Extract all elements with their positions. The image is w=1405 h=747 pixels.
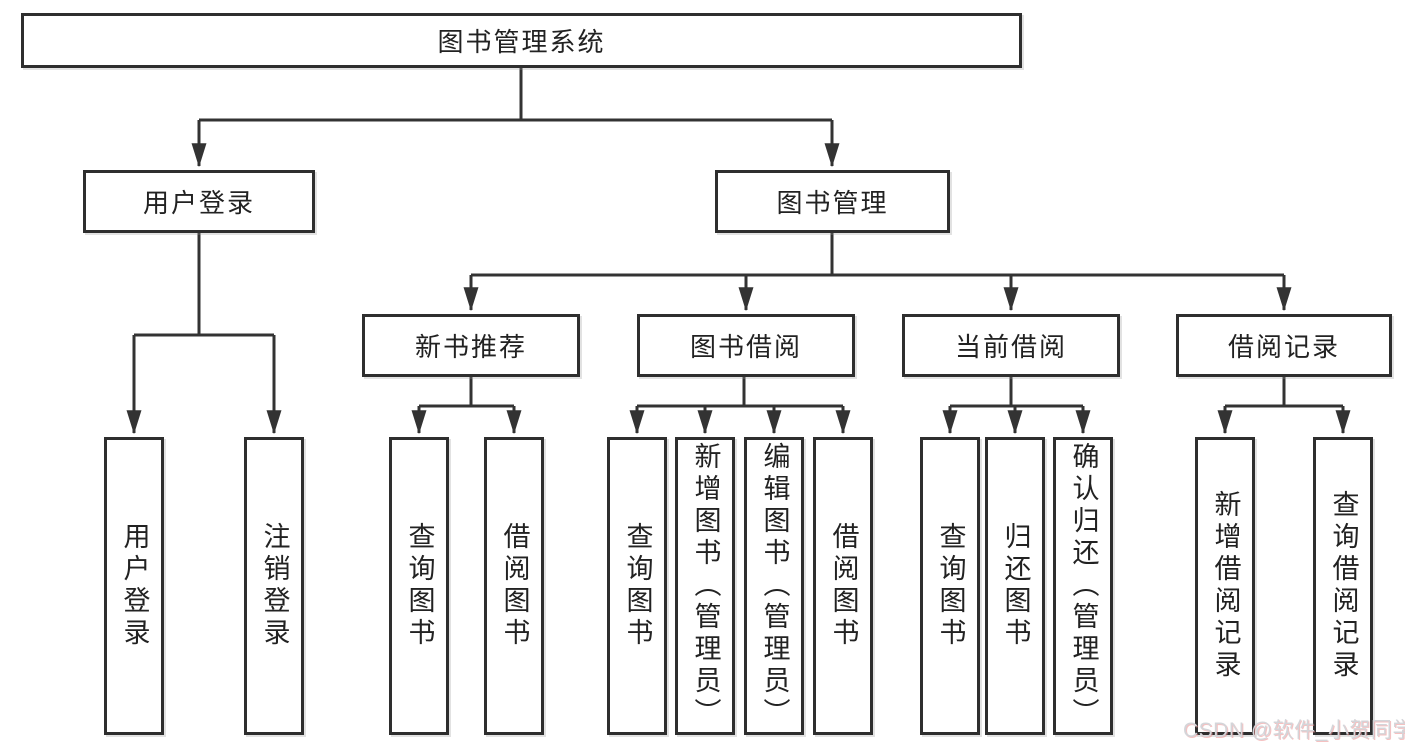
node-current-borrowing: 当前借阅 (902, 314, 1120, 377)
node-book-management: 图书管理 (715, 170, 950, 233)
leaf-query-books-borrowing-label: 查询图书 (622, 522, 653, 650)
leaf-query-books-recommend-label: 查询图书 (404, 522, 435, 650)
leaf-query-books-current-label: 查询图书 (935, 522, 966, 650)
leaf-user-login: 用户登录 (104, 437, 164, 735)
leaf-borrow-books-recommend: 借阅图书 (484, 437, 544, 735)
leaf-return-books: 归还图书 (985, 437, 1045, 735)
node-book-borrowing: 图书借阅 (637, 314, 855, 377)
leaf-logout-label: 注销登录 (259, 522, 290, 650)
leaf-query-borrow-record-label: 查询借阅记录 (1328, 490, 1359, 682)
leaf-add-book-admin-label: 新增图书（管理员） (690, 442, 721, 730)
node-borrow-records: 借阅记录 (1176, 314, 1392, 377)
leaf-edit-book-admin: 编辑图书（管理员） (744, 437, 804, 735)
node-new-book-recommend: 新书推荐 (362, 314, 580, 377)
leaf-user-login-label: 用户登录 (119, 522, 150, 650)
leaf-borrow-books-recommend-label: 借阅图书 (499, 522, 530, 650)
leaf-confirm-return-admin-label: 确认归还（管理员） (1068, 442, 1099, 730)
node-user-login-branch: 用户登录 (83, 170, 315, 233)
leaf-return-books-label: 归还图书 (1000, 522, 1031, 650)
leaf-edit-book-admin-label: 编辑图书（管理员） (759, 442, 790, 730)
leaf-query-books-recommend: 查询图书 (389, 437, 449, 735)
leaf-add-book-admin: 新增图书（管理员） (675, 437, 735, 735)
leaf-logout: 注销登录 (244, 437, 304, 735)
node-root: 图书管理系统 (21, 13, 1022, 68)
leaf-borrow-books-borrowing-label: 借阅图书 (828, 522, 859, 650)
csdn-watermark: CSDN @软件_小贺同学 (1183, 719, 1405, 742)
leaf-borrow-books-borrowing: 借阅图书 (813, 437, 873, 735)
leaf-query-books-current: 查询图书 (920, 437, 980, 735)
leaf-add-borrow-record: 新增借阅记录 (1195, 437, 1255, 735)
leaf-query-borrow-record: 查询借阅记录 (1313, 437, 1373, 735)
leaf-confirm-return-admin: 确认归还（管理员） (1053, 437, 1113, 735)
leaf-add-borrow-record-label: 新增借阅记录 (1210, 490, 1241, 682)
leaf-query-books-borrowing: 查询图书 (607, 437, 667, 735)
